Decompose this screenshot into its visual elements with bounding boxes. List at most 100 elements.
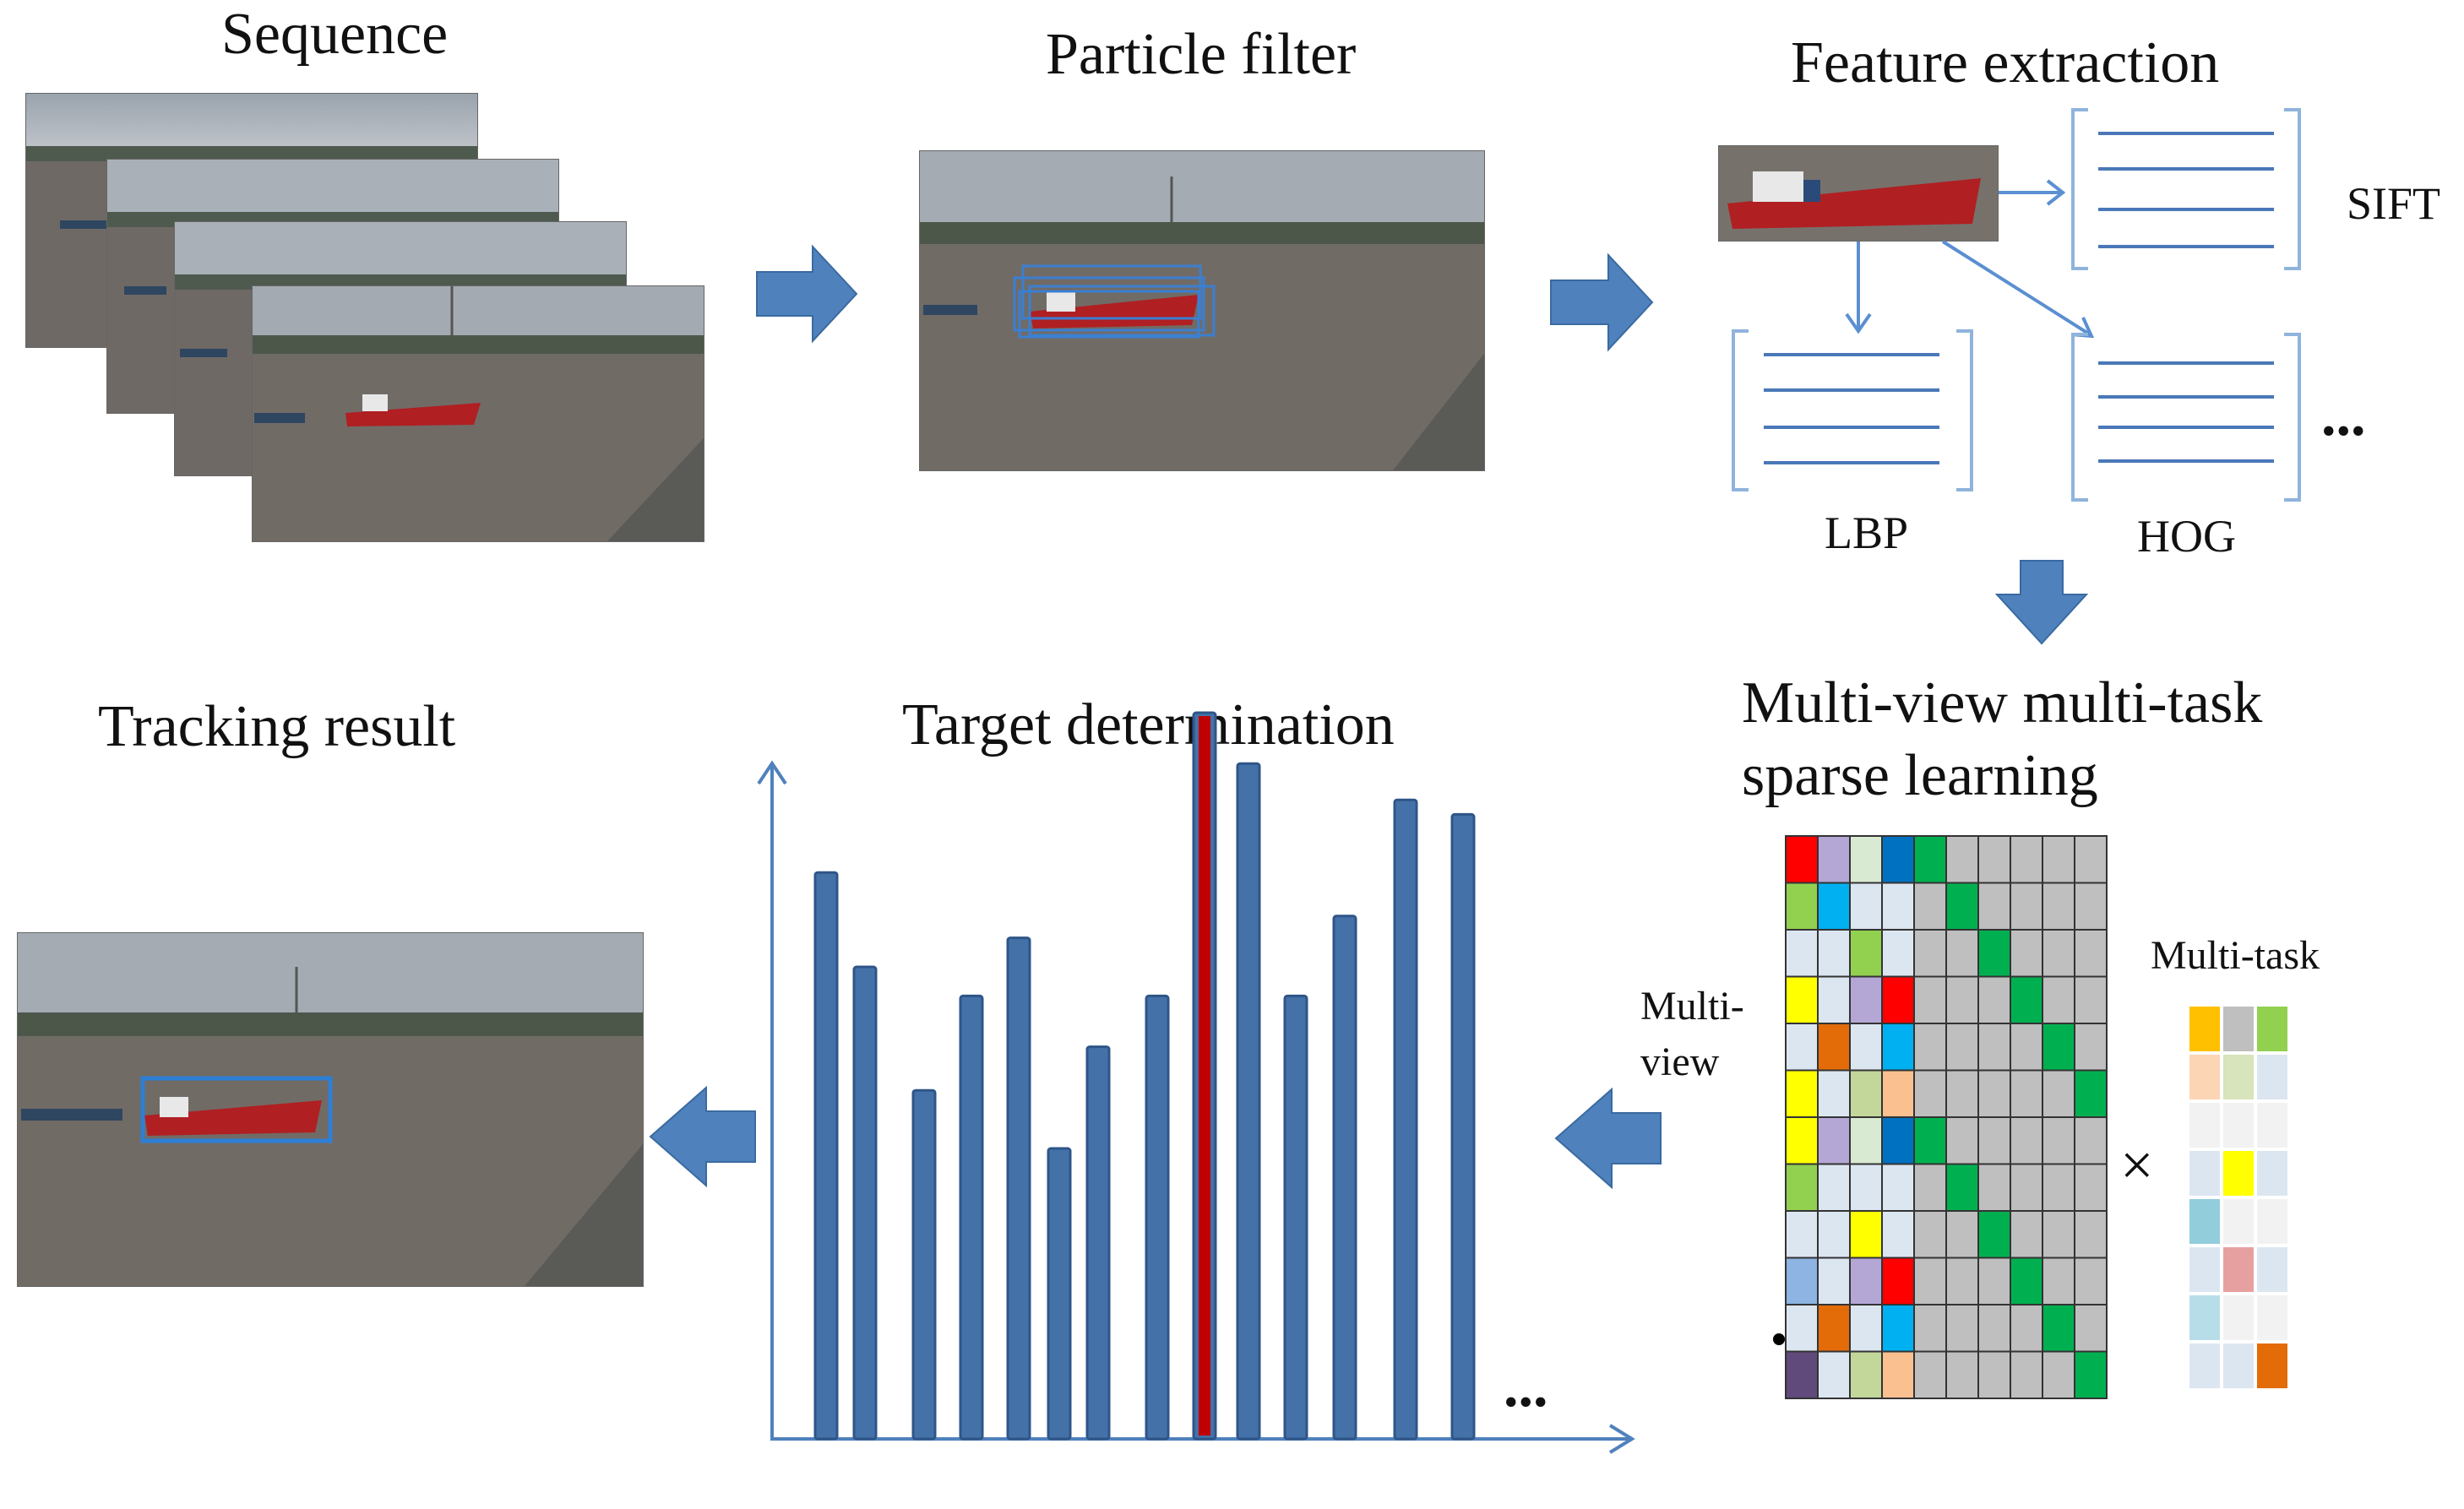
- matrix-cell: [2042, 1210, 2075, 1259]
- sequence-title: Sequence: [221, 2, 449, 67]
- candidate-bar: [911, 1088, 937, 1441]
- matrix-cell: [2010, 1210, 2043, 1259]
- matrix-cell: [1849, 1350, 1883, 1399]
- matrix-cell: [1785, 1116, 1819, 1165]
- candidate-bar: [1332, 915, 1357, 1441]
- matrix-cell: [1785, 1023, 1819, 1072]
- matrix-cell: [1849, 975, 1883, 1024]
- mvmt-title-line2: sparse learning: [1742, 743, 2098, 808]
- matrix-cell: [1785, 1304, 1819, 1353]
- matrix-cell: [2074, 1257, 2108, 1305]
- matrix-cell: [1785, 1069, 1819, 1118]
- matrix-cell: [1945, 882, 1979, 931]
- matrix-cell: [1817, 1257, 1851, 1305]
- matrix-cell: [1977, 1023, 2011, 1072]
- matrix-cell: [1849, 929, 1883, 978]
- matrix-dot: [1773, 1333, 1785, 1345]
- matrix-cell: [2074, 1163, 2108, 1212]
- matrix-cell: [1849, 1304, 1883, 1353]
- matrix-cell: [2042, 1069, 2075, 1118]
- matrix-cell: [1945, 835, 1979, 884]
- matrix-cell: [2042, 1023, 2075, 1072]
- matrix-cell: [2042, 1350, 2075, 1399]
- matrix-cell: [1817, 975, 1851, 1024]
- candidate-bar: [1006, 936, 1031, 1441]
- matrix-cell: [1785, 975, 1819, 1024]
- task-matrix-cell: [2257, 1295, 2287, 1340]
- matrix-cell: [1977, 1163, 2011, 1212]
- matrix-cell: [1945, 1304, 1979, 1353]
- sift-label: SIFT: [2347, 178, 2441, 229]
- matrix-cell: [2074, 975, 2108, 1024]
- lbp-label: LBP: [1825, 508, 1909, 558]
- task-matrix-cell: [2257, 1055, 2287, 1099]
- feature-connectors: [1845, 179, 2095, 339]
- matrix-cell: [1849, 835, 1883, 884]
- matrix-cell: [1817, 835, 1851, 884]
- arrow-right-2: [1550, 252, 1654, 352]
- matrix-cell: [1817, 1023, 1851, 1072]
- candidate-bar: [1283, 994, 1308, 1441]
- arrow-down: [1994, 560, 2089, 645]
- matrix-cell: [1913, 1069, 1947, 1118]
- matrix-cell: [1913, 882, 1947, 931]
- arrow-right-1: [756, 244, 858, 344]
- matrix-cell: [1785, 1350, 1819, 1399]
- hog-feature-box: [2071, 333, 2301, 502]
- matrix-cell: [1945, 929, 1979, 978]
- lbp-feature-box: [1732, 329, 1973, 491]
- matrix-cell: [1881, 975, 1915, 1024]
- task-matrix-cell: [2223, 1151, 2254, 1196]
- matrix-cell: [2010, 975, 2043, 1024]
- task-matrix-cell: [2223, 1343, 2254, 1388]
- matrix-cell: [1913, 1210, 1947, 1259]
- matrix-cell: [1977, 975, 2011, 1024]
- matrix-cell: [2074, 835, 2108, 884]
- matrix-cell: [2010, 1350, 2043, 1399]
- matrix-cell: [1977, 1257, 2011, 1305]
- matrix-cell: [2010, 1023, 2043, 1072]
- matrix-cell: [1881, 1350, 1915, 1399]
- matrix-cell: [1881, 1116, 1915, 1165]
- matrix-cell: [2074, 1116, 2108, 1165]
- matrix-cell: [1785, 1257, 1819, 1305]
- matrix-cell: [1881, 1023, 1915, 1072]
- matrix-cell: [2010, 835, 2043, 884]
- task-matrix-cell: [2223, 1103, 2254, 1148]
- matrix-cell: [1913, 929, 1947, 978]
- matrix-cell: [1817, 929, 1851, 978]
- matrix-cell: [2042, 1116, 2075, 1165]
- matrix-cell: [2010, 1163, 2043, 1212]
- matrix-cell: [2074, 1210, 2108, 1259]
- task-matrix-cell: [2189, 1151, 2220, 1196]
- matrix-cell: [1881, 835, 1915, 884]
- matrix-cell: [2010, 1304, 2043, 1353]
- candidate-bar: [1145, 994, 1170, 1441]
- feature-extraction-title: Feature extraction: [1791, 30, 2220, 95]
- particle-filter-title: Particle filter: [1046, 22, 1357, 87]
- matrix-cell: [2010, 1116, 2043, 1165]
- matrix-cell: [1849, 1023, 1883, 1072]
- feature-crop-image: [1718, 145, 1999, 242]
- matrix-cell: [1849, 1210, 1883, 1259]
- tracking-result-title: Tracking result: [98, 694, 456, 759]
- matrix-cell: [2074, 1350, 2108, 1399]
- multi-view-matrix: [1785, 835, 2108, 1399]
- matrix-cell: [1817, 1304, 1851, 1353]
- matrix-cell: [2010, 929, 2043, 978]
- matrix-cell: [1913, 1257, 1947, 1305]
- matrix-cell: [1881, 1304, 1915, 1353]
- task-matrix-cell: [2223, 1007, 2254, 1051]
- task-matrix-cell: [2257, 1199, 2287, 1244]
- task-matrix-cell: [2257, 1007, 2287, 1051]
- candidate-bar: [1236, 762, 1261, 1441]
- arrow-left-1: [1554, 1087, 1662, 1190]
- matrix-cell: [1945, 1116, 1979, 1165]
- matrix-cell: [1849, 1163, 1883, 1212]
- matrix-cell: [2074, 1023, 2108, 1072]
- matrix-cell: [1849, 882, 1883, 931]
- candidate-bar: [1450, 812, 1476, 1441]
- task-matrix-cell: [2189, 1199, 2220, 1244]
- matrix-cell: [2042, 1257, 2075, 1305]
